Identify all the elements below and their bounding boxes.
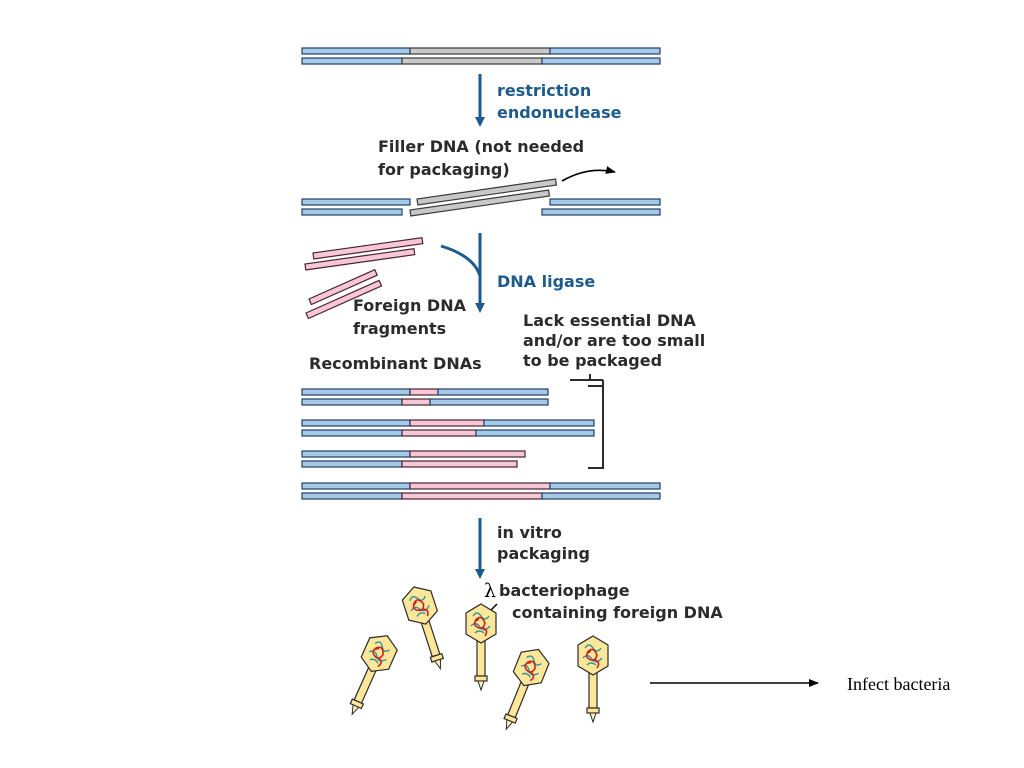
filler-label-line1: Filler DNA (not needed bbox=[378, 137, 584, 156]
packaging-label-line1: in vitro bbox=[497, 523, 562, 542]
filler-removed-arrow bbox=[561, 166, 616, 182]
recombinant-label: Recombinant DNAs bbox=[309, 354, 482, 373]
bacteriophage-icon bbox=[465, 603, 497, 692]
recombinant-dna-2 bbox=[301, 419, 595, 437]
lack-label-line1: Lack essential DNA bbox=[523, 311, 696, 330]
packaging-label-line2: packaging bbox=[497, 544, 590, 563]
lambda-vector-dna bbox=[301, 47, 661, 65]
infect-label: Infect bacteria bbox=[847, 674, 950, 694]
bacteriophage-icon bbox=[503, 648, 550, 731]
vector-arms bbox=[301, 198, 661, 216]
foreign-label-line1: Foreign DNA bbox=[353, 296, 467, 315]
filler-dna-fragment bbox=[409, 178, 558, 217]
lack-label-line3: to be packaged bbox=[523, 351, 662, 370]
ligase-label: DNA ligase bbox=[497, 272, 595, 291]
bacteriophage-icon bbox=[577, 635, 609, 724]
recombinant-dna-1 bbox=[301, 388, 549, 406]
phage-label-line2: containing foreign DNA bbox=[512, 603, 723, 622]
recombinant-dna-4 bbox=[301, 482, 661, 500]
bacteriophage-group bbox=[349, 586, 609, 731]
foreign-label-line2: fragments bbox=[353, 319, 446, 338]
restriction-label-line2: endonuclease bbox=[497, 103, 622, 122]
lambda-symbol: λ bbox=[484, 580, 496, 602]
recombinant-dna-3 bbox=[301, 450, 526, 468]
lack-label-line2: and/or are too small bbox=[523, 331, 705, 350]
bacteriophage-icon bbox=[349, 635, 398, 716]
ligase-merge-curve bbox=[440, 244, 482, 277]
phage-label-line1: bacteriophage bbox=[499, 581, 630, 600]
foreign-dna-fragments bbox=[304, 237, 424, 320]
filler-label-line2: for packaging) bbox=[378, 160, 510, 179]
non-packageable-bracket bbox=[570, 374, 604, 469]
bacteriophage-icon bbox=[401, 586, 445, 671]
restriction-label-line1: restriction bbox=[497, 81, 591, 100]
